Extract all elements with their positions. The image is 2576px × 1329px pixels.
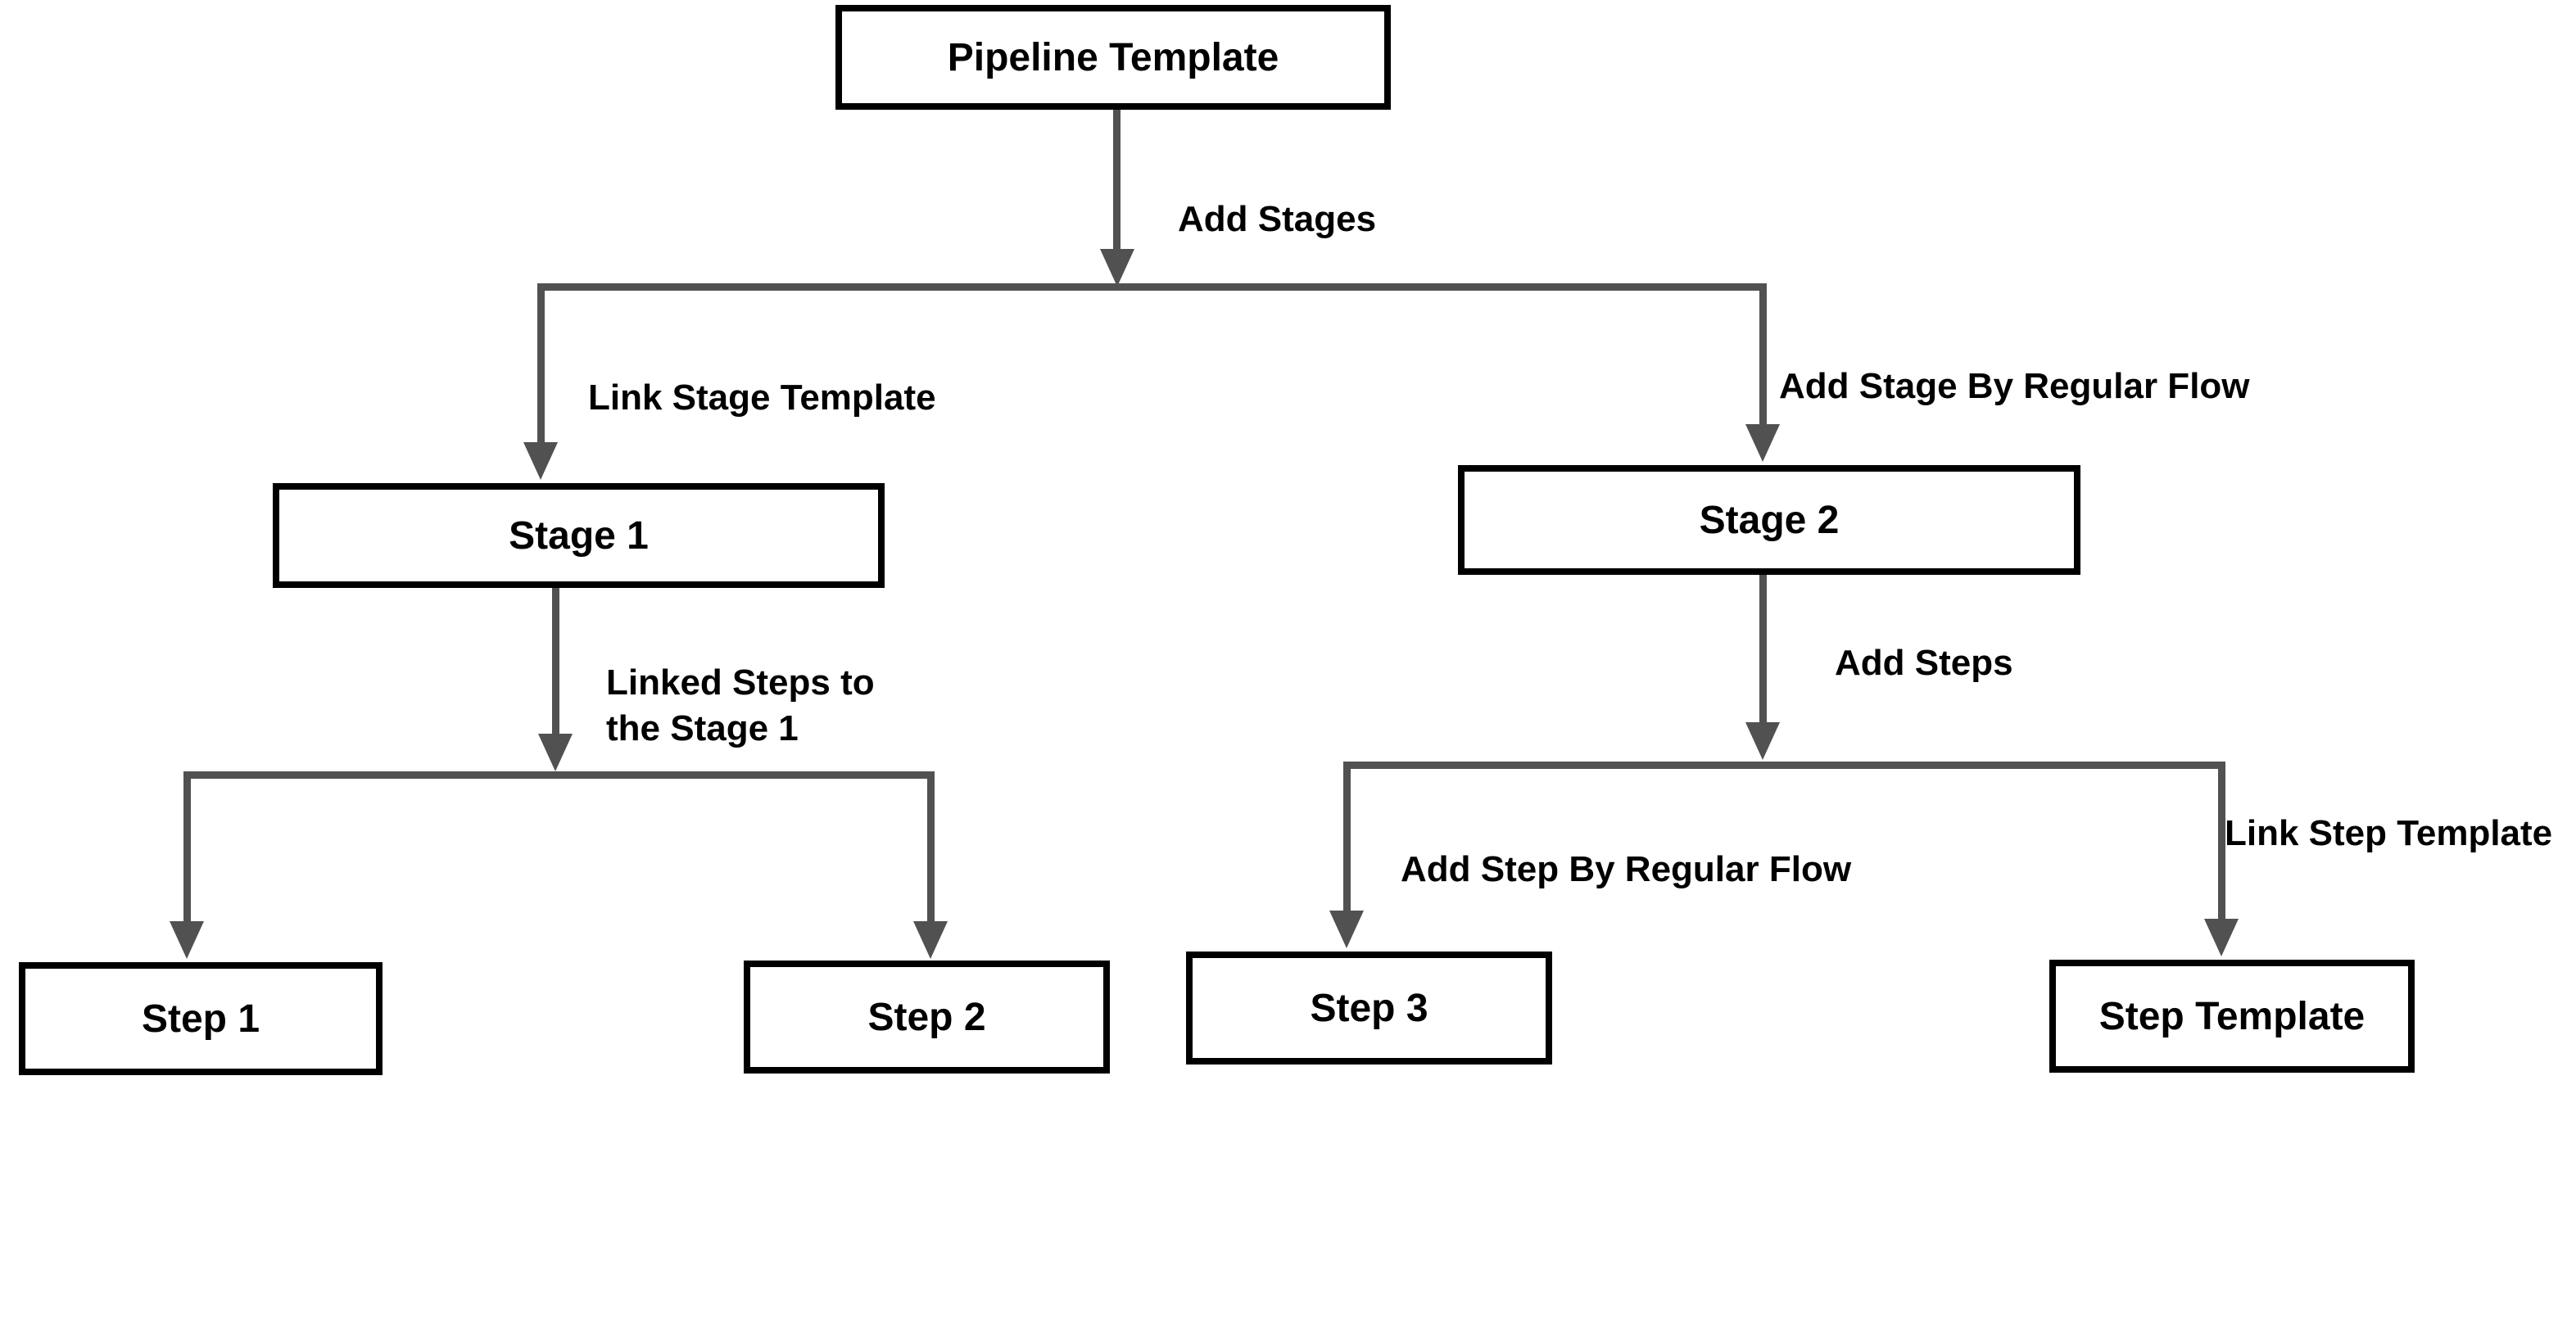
node-stage-2: Stage 2	[1458, 465, 2080, 575]
edge-label-link-step-template: Link Step Template	[2225, 813, 2553, 853]
edge-label-linked-steps-to-the-stage-1: Linked Steps to the Stage 1	[606, 662, 875, 749]
connector-to-step3-vertical	[1343, 762, 1351, 911]
arrowhead-to-step2	[913, 921, 948, 959]
node-step-2-label: Step 2	[867, 995, 986, 1039]
node-step-template-label: Step Template	[2098, 994, 2365, 1038]
node-stage-1: Stage 1	[273, 483, 885, 588]
connector-to-step1-vertical	[183, 771, 191, 921]
node-pipeline-template-label: Pipeline Template	[947, 35, 1279, 79]
node-step-1: Step 1	[19, 962, 383, 1075]
connector-pipeline-to-stages-vertical	[1113, 110, 1120, 254]
node-step-template: Step Template	[2049, 960, 2415, 1073]
arrowhead-stage1-to-steps	[538, 734, 573, 771]
connector-stage1-steps-horizontal	[183, 771, 935, 779]
node-pipeline-template: Pipeline Template	[835, 5, 1391, 110]
arrowhead-to-stage1	[523, 442, 558, 480]
arrowhead-to-step1	[170, 921, 204, 959]
connector-to-stage2-vertical	[1759, 283, 1767, 426]
connector-stage1-to-steps-vertical	[552, 588, 559, 737]
node-step-1-label: Step 1	[141, 997, 260, 1041]
connector-stages-horizontal	[537, 283, 1766, 291]
connector-to-stage1-vertical	[537, 283, 545, 444]
arrowhead-to-step3	[1329, 911, 1364, 948]
edge-label-add-step-by-regular-flow: Add Step By Regular Flow	[1401, 849, 1852, 889]
node-step-3-label: Step 3	[1310, 986, 1428, 1030]
arrowhead-stage2-to-steps	[1745, 722, 1780, 760]
arrowhead-to-steptemplate	[2204, 919, 2239, 956]
node-step-3: Step 3	[1186, 952, 1552, 1065]
arrowhead-to-stage2	[1745, 424, 1780, 462]
connector-stage2-steps-horizontal	[1343, 762, 2225, 769]
edge-label-add-stages: Add Stages	[1178, 199, 1377, 239]
arrowhead-pipeline-to-stages	[1100, 249, 1134, 287]
edge-label-link-stage-template: Link Stage Template	[588, 377, 936, 418]
edge-label-add-steps: Add Steps	[1835, 643, 2013, 683]
node-step-2: Step 2	[744, 961, 1110, 1074]
node-stage-2-label: Stage 2	[1699, 498, 1840, 542]
connector-to-steptemplate-vertical	[2218, 762, 2225, 919]
connector-to-step2-vertical	[927, 771, 935, 921]
edge-label-add-stage-by-regular-flow: Add Stage By Regular Flow	[1779, 366, 2250, 406]
connector-stage2-to-steps-vertical	[1759, 575, 1767, 726]
node-stage-1-label: Stage 1	[509, 513, 649, 558]
